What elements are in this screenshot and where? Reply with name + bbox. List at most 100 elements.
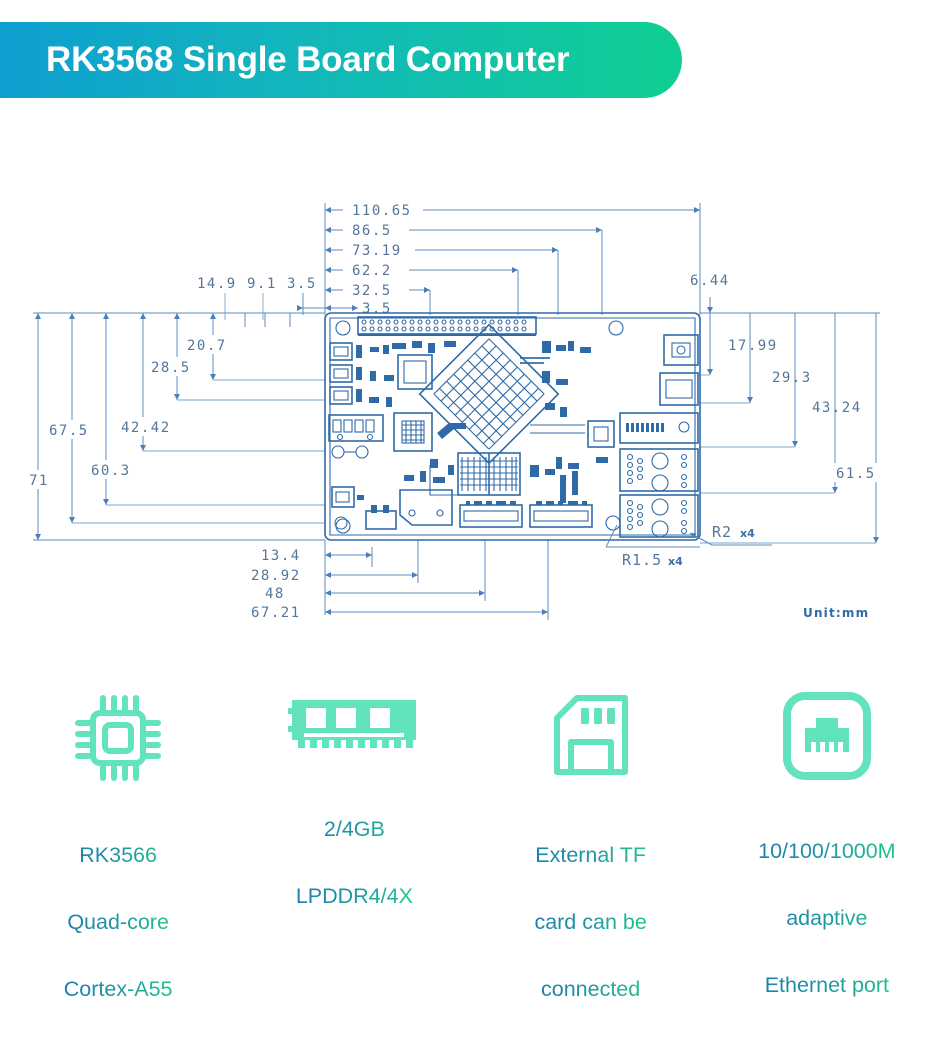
radius-callout-r2: R2 x4: [689, 523, 772, 546]
caption-line: LPDDR4/4X: [295, 883, 413, 908]
feature-caption-cpu: RK3566 Quad-core Cortex-A55: [64, 806, 173, 1039]
cpu-chip-icon: [70, 690, 166, 786]
ethernet-jack-1: [619, 448, 699, 492]
feature-caption-memory: 2/4GB LPDDR4/4X: [296, 780, 413, 947]
dim-label: 17.99: [728, 338, 778, 354]
dim-label: 67.21: [251, 605, 301, 621]
usb-header-connector: [619, 412, 699, 444]
caption-line: Cortex-A55: [63, 976, 173, 1001]
dim-label: 67.5: [49, 423, 89, 439]
dim-label: 28.5: [151, 360, 191, 376]
radius-count: x4: [740, 527, 755, 540]
dim-label: 20.7: [187, 338, 227, 354]
radius-count: x4: [668, 555, 683, 568]
ethernet-port-icon: [781, 690, 873, 782]
technical-drawing: .dl { stroke:#5b8cc0; stroke-width:1; fi…: [0, 175, 945, 645]
radius-callout-r15: R1.5 x4: [605, 524, 700, 569]
caption-line: Quad-core: [67, 909, 169, 934]
dimension-right-29-3: 29.3: [700, 313, 830, 404]
dimension-left-60-3: 60.3: [88, 313, 325, 506]
pcb-board: [324, 312, 701, 541]
dimension-left-20-7: 20.7: [184, 313, 325, 381]
feature-caption-ethernet: 10/100/1000M adaptive Ethernet port: [758, 802, 895, 1035]
dimension-bottom-48: 48: [262, 540, 486, 602]
dimension-left-42-42: 42.42: [118, 313, 325, 452]
caption-line: 2/4GB: [323, 817, 385, 842]
memory-module-icon: [288, 690, 420, 760]
unit-label: Unit:mm: [803, 606, 869, 620]
dimension-top-110-65: 110.65: [325, 200, 700, 219]
dim-label: 9.1: [247, 276, 277, 292]
gpio-header: [357, 316, 537, 336]
sd-card-icon: [549, 690, 633, 786]
caption-line: adaptive: [786, 905, 868, 930]
dimension-top-62-2: 62.2: [325, 260, 519, 315]
feature-item-memory: 2/4GB LPDDR4/4X: [236, 690, 472, 925]
header-banner: RK3568 Single Board Computer: [0, 22, 682, 98]
dimension-top-32-5: 32.5: [325, 280, 431, 315]
dim-label: 86.5: [352, 223, 392, 239]
dimension-top-3-5: 3.5: [325, 298, 410, 317]
dim-label: 29.3: [772, 370, 812, 386]
dim-label: 6.44: [690, 273, 730, 289]
feature-item-cpu: RK3566 Quad-core Cortex-A55: [0, 690, 236, 925]
feature-item-ethernet: 10/100/1000M adaptive Ethernet port: [709, 690, 945, 925]
dim-label: 3.5: [287, 276, 317, 292]
silkscreen-marks: [520, 357, 550, 364]
infographic-page: RK3568 Single Board Computer .dl { strok…: [0, 22, 945, 925]
dimension-top-73-19: 73.19: [325, 240, 559, 315]
dimension-left-28-5: 28.5: [148, 313, 325, 401]
radius-label: R1.5: [622, 551, 662, 569]
dimension-left-67-5: 67.5: [46, 313, 325, 524]
dim-label: 13.4: [261, 548, 301, 564]
dim-label: 73.19: [352, 243, 402, 259]
ddr-memory-chip: [457, 452, 521, 496]
usb-ports-left: [329, 342, 362, 405]
power-jack: [663, 334, 699, 366]
fpc-connector-1: [459, 501, 523, 528]
dim-label: 62.2: [352, 263, 392, 279]
dim-label: 32.5: [352, 283, 392, 299]
hdmi-connector: [659, 372, 699, 406]
page-title: RK3568 Single Board Computer: [46, 40, 570, 79]
feature-list: RK3566 Quad-core Cortex-A55: [0, 690, 945, 925]
dimension-right-17-99: 17.99: [700, 313, 798, 376]
dim-label: 71: [29, 473, 49, 489]
sd-card-slot: [399, 489, 453, 526]
dim-label: 28.92: [251, 568, 301, 584]
dimension-bottom-67-21: 67.21: [248, 540, 549, 621]
dim-label: 14.9: [197, 276, 237, 292]
caption-line: Ethernet port: [764, 972, 890, 997]
dimension-right-43-24: 43.24: [700, 313, 882, 448]
dimension-right-61-5: 61.5: [700, 313, 894, 544]
radius-label: R2: [712, 523, 732, 541]
dimension-right-6-44: 6.44: [690, 271, 730, 315]
dim-label: 3.5: [362, 301, 392, 317]
dim-label: 110.65: [352, 203, 412, 219]
caption-line: RK3566: [79, 843, 157, 868]
small-bga-chip: [393, 412, 433, 452]
dimension-group-top-left: 14.9 9.1 3.5: [197, 276, 325, 320]
dim-label: 42.42: [121, 420, 171, 436]
caption-line: 10/100/1000M: [758, 839, 896, 864]
dim-label: 43.24: [812, 400, 862, 416]
mid-connectors: [560, 420, 615, 503]
bottom-left-components: [331, 486, 397, 530]
feature-caption-tf-card: External TF card can be connected: [534, 806, 646, 1039]
dimension-top-86-5: 86.5: [325, 220, 603, 315]
soc-chip: [418, 323, 560, 465]
caption-line: connected: [541, 976, 641, 1001]
dim-label: 61.5: [836, 466, 876, 482]
caption-line: card can be: [534, 909, 647, 934]
dim-label: 60.3: [91, 463, 131, 479]
smd-components: [369, 341, 591, 483]
dim-label: 48: [265, 586, 285, 602]
dimension-bottom-28-92: 28.92: [248, 540, 419, 584]
fpc-connector-2: [529, 501, 593, 528]
feature-item-tf-card: External TF card can be connected: [473, 690, 709, 925]
dimension-left-71: 71: [26, 313, 56, 540]
caption-line: External TF: [535, 843, 646, 868]
dimension-bottom-13-4: 13.4: [258, 545, 373, 567]
left-connector-block: [328, 414, 384, 442]
ethernet-jack-2: [619, 494, 699, 538]
